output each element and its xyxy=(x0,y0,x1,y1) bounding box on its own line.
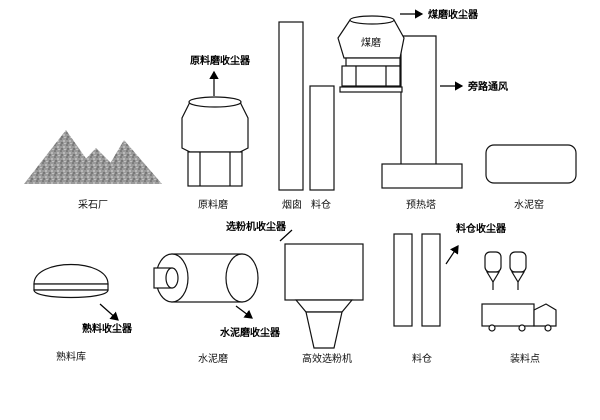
preheater-label: 预热塔 xyxy=(406,198,436,211)
silo-bottom-2 xyxy=(421,233,441,327)
cement-mill-label: 水泥磨 xyxy=(198,352,228,365)
silo-top xyxy=(309,85,335,191)
cement-mill xyxy=(153,253,259,303)
clinker-store-label: 熟料库 xyxy=(56,350,86,363)
clinker-dc-arrow xyxy=(99,303,119,321)
cement-mill-dc-arrow xyxy=(235,305,253,319)
loading-point xyxy=(481,251,557,332)
kiln xyxy=(485,144,577,184)
clinker-store xyxy=(33,263,109,299)
quarry-label: 采石厂 xyxy=(78,199,108,211)
coal-mill-dc-label: 煤磨收尘器 xyxy=(428,8,479,21)
chimney-label: 烟囱 xyxy=(282,198,302,211)
separator-dc-label: 选粉机收尘器 xyxy=(226,220,287,233)
loading-label: 装料点 xyxy=(510,352,540,365)
bypass-label: 旁路通风 xyxy=(467,80,508,93)
silo-bottom-label: 料仓 xyxy=(412,352,432,365)
kiln-label: 水泥窑 xyxy=(514,198,544,211)
silo-dc-arrow xyxy=(445,245,459,265)
raw-mill-dc-label: 原料磨收尘器 xyxy=(190,54,251,67)
silo-bottom-1 xyxy=(393,233,413,327)
separator-label: 高效选粉机 xyxy=(302,352,352,365)
raw-mill-label: 原料磨 xyxy=(198,198,228,211)
silo-top-label: 料仓 xyxy=(311,198,331,211)
preheater-tower xyxy=(339,35,463,189)
separator-dc-leader xyxy=(279,229,293,242)
clinker-dc-label: 熟料收尘器 xyxy=(82,322,133,335)
cement-mill-dc-label: 水泥磨收尘器 xyxy=(219,326,281,339)
silo-dc-label: 料仓收尘器 xyxy=(456,222,507,235)
separator xyxy=(284,243,364,349)
chimney xyxy=(278,21,304,191)
coal-mill xyxy=(337,15,405,87)
quarry-piles xyxy=(24,130,162,184)
raw-mill xyxy=(181,96,249,187)
coal-mill-label: 煤磨 xyxy=(361,36,381,49)
